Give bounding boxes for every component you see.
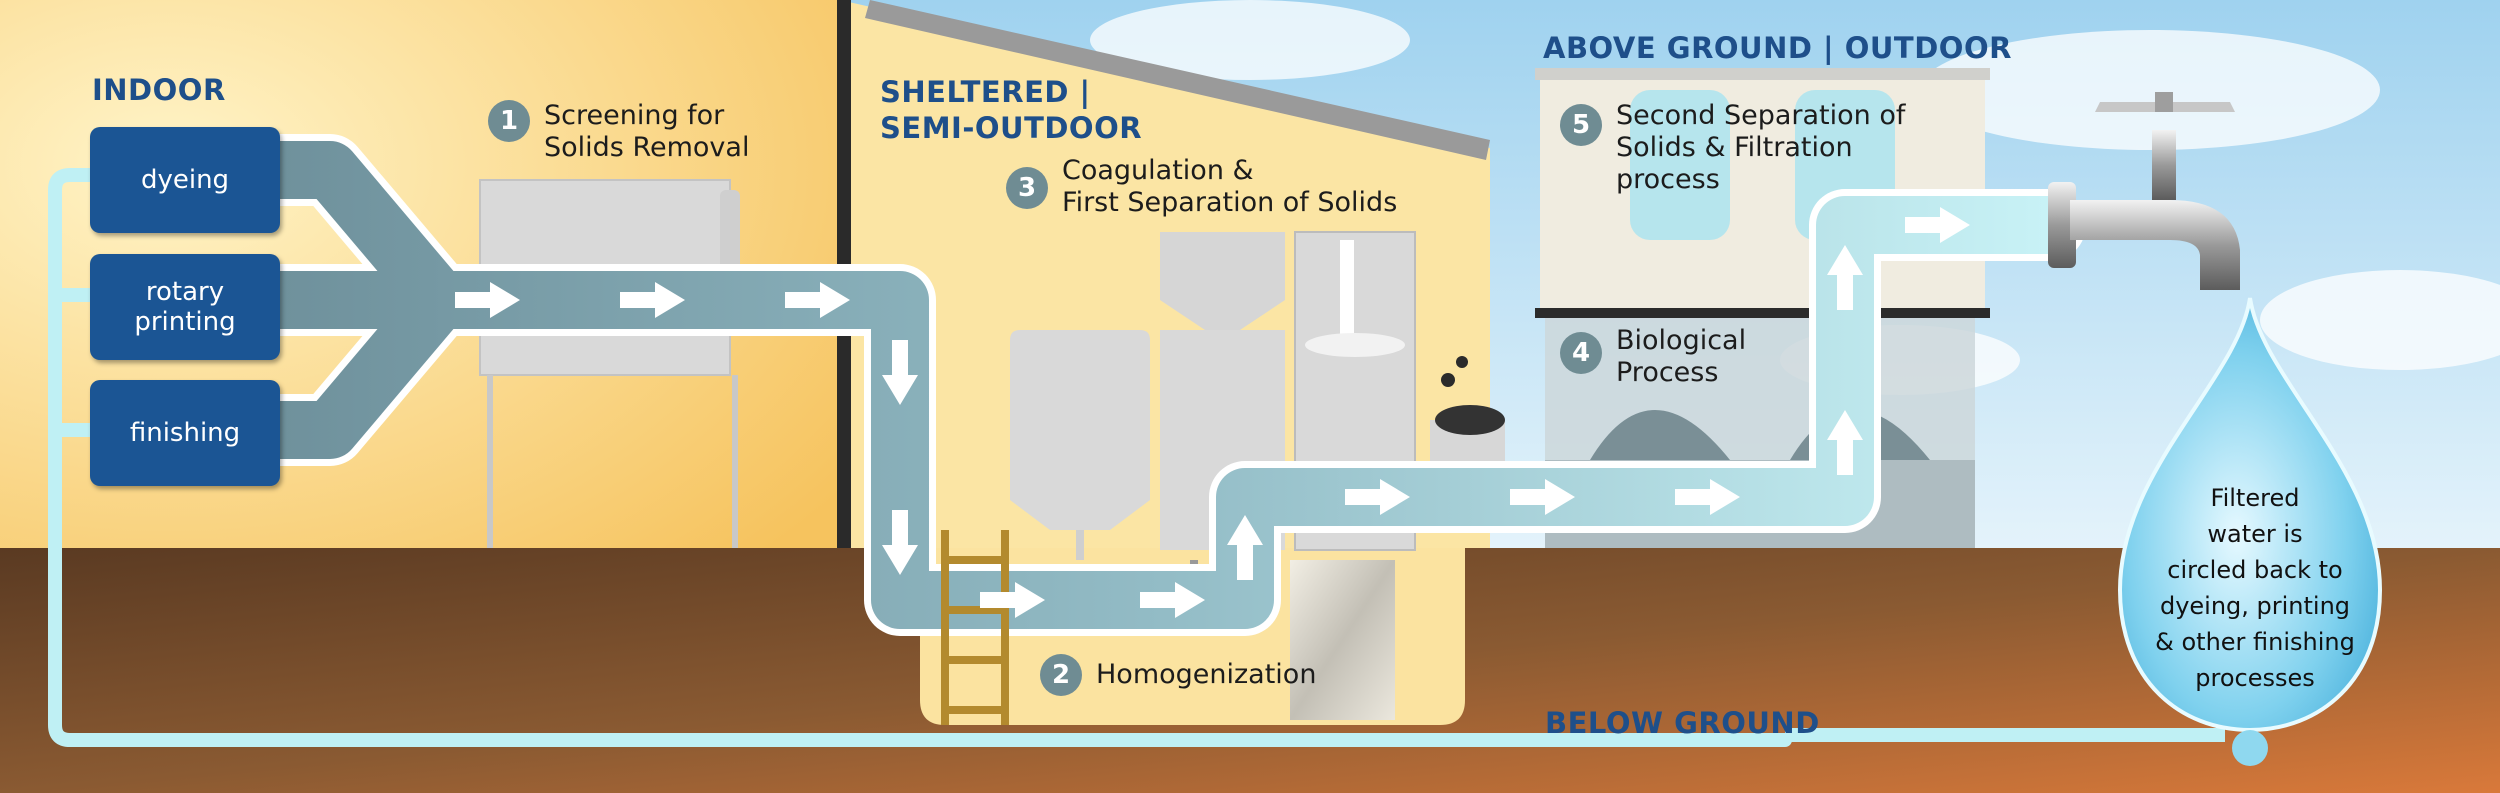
- step-2-homogenization: 2 Homogenization: [1040, 654, 1316, 696]
- step-number-badge: 1: [488, 100, 530, 142]
- homogenization-mix: [1290, 560, 1395, 720]
- source-dyeing: dyeing: [90, 127, 280, 233]
- step-label: Biological Process: [1616, 325, 1747, 388]
- step-label: Coagulation & First Separation of Solids: [1062, 155, 1398, 218]
- water-droplet-icon: [2232, 730, 2268, 766]
- zone-label-above-ground: ABOVE GROUND | OUTDOOR: [1543, 31, 2012, 65]
- step-1-screening: 1 Screening for Solids Removal: [488, 100, 749, 164]
- step-5-second-separation: 5 Second Separation of Solids & Filtrati…: [1560, 100, 1905, 196]
- flow-arrow: [1510, 479, 1575, 515]
- flow-arrow: [1140, 582, 1205, 618]
- step-label: Second Separation of Solids & Filtration…: [1616, 100, 1906, 195]
- flow-arrow: [785, 282, 850, 318]
- flow-arrow: [1227, 515, 1263, 580]
- flow-arrow: [1675, 479, 1740, 515]
- zone-label-sheltered: SHELTERED | SEMI-OUTDOOR: [880, 75, 1143, 145]
- step-number-badge: 4: [1560, 332, 1602, 374]
- step-number-badge: 5: [1560, 104, 1602, 146]
- flow-arrow: [980, 582, 1045, 618]
- flow-arrow: [882, 510, 918, 575]
- flow-arrow: [1345, 479, 1410, 515]
- step-label: Homogenization: [1096, 659, 1317, 690]
- step-number-badge: 2: [1040, 654, 1082, 696]
- filtered-water-note: Filtered water is circled back to dyeing…: [2155, 484, 2355, 692]
- step-4-biological: 4 Biological Process: [1560, 325, 1746, 389]
- step-number-badge: 3: [1006, 167, 1048, 209]
- source-finishing: finishing: [90, 380, 280, 486]
- flow-arrow: [620, 282, 685, 318]
- flow-arrow: [455, 282, 520, 318]
- step-3-coagulation: 3 Coagulation & First Separation of Soli…: [1006, 155, 1397, 219]
- flow-arrow: [882, 340, 918, 405]
- ladder: [941, 530, 1009, 725]
- process-pipe: [244, 134, 2086, 636]
- source-rotary-printing: rotary printing: [90, 254, 280, 360]
- roof-beam: [865, 0, 1490, 160]
- zone-label-below-ground: BELOW GROUND: [1545, 706, 1820, 740]
- faucet-icon: [2048, 92, 2240, 290]
- flow-arrow: [1905, 207, 1970, 243]
- step-label: Screening for Solids Removal: [544, 100, 750, 163]
- flow-arrow: [1827, 410, 1863, 475]
- recycle-pipe-line: [48, 168, 1792, 747]
- zone-label-indoor: INDOOR: [92, 73, 226, 107]
- flow-arrow: [1827, 245, 1863, 310]
- flow-arrows: [455, 207, 1970, 618]
